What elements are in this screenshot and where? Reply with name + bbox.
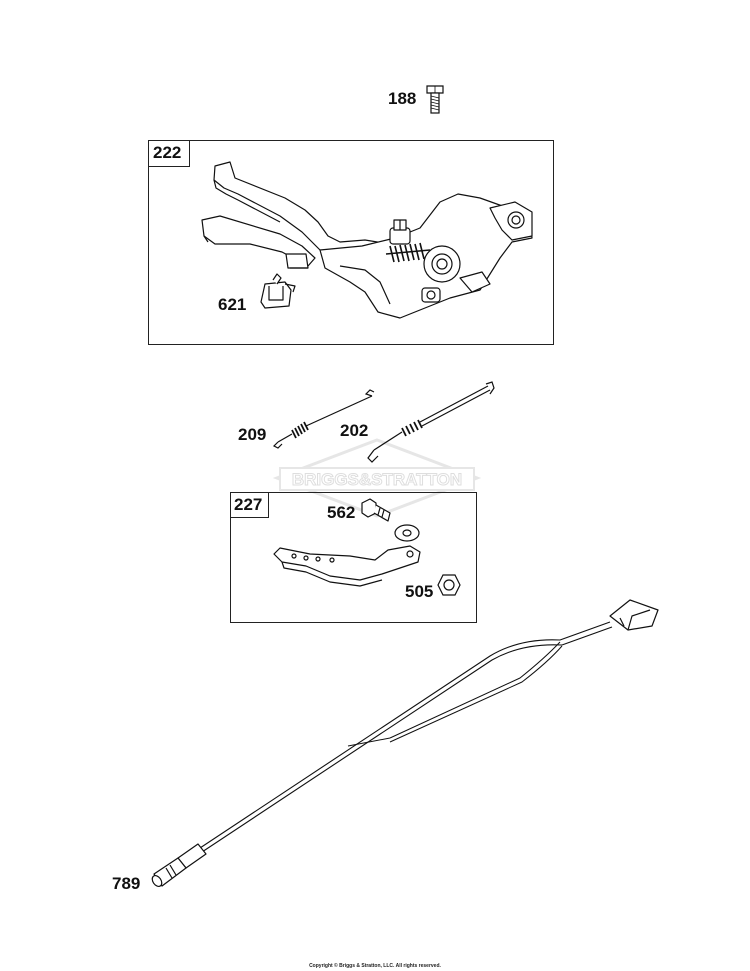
callout-202: 202: [340, 421, 369, 440]
briggs-stratton-watermark-logo: BRIGGS&STRATTON: [272, 438, 482, 518]
part-202-link-rod-drawing: [367, 381, 495, 463]
callout-505: 505: [405, 582, 434, 601]
washer-drawing: [394, 524, 420, 542]
assembly-222-box: [148, 140, 554, 345]
watermark-text: BRIGGS&STRATTON: [292, 470, 462, 489]
callout-227: 227: [234, 495, 263, 514]
callout-562: 562: [327, 503, 356, 522]
callout-222: 222: [153, 143, 182, 162]
part-505-nut-drawing: [437, 574, 461, 596]
part-562-bolt-drawing: [361, 498, 391, 522]
part-621-clip-drawing: [260, 273, 296, 309]
part-222-control-bracket-drawing: [201, 161, 533, 319]
callout-621: 621: [218, 295, 247, 314]
part-188-bolt-drawing: [426, 85, 444, 114]
callout-188: 188: [388, 89, 417, 108]
callout-209: 209: [238, 425, 267, 444]
assembly-227-box: [230, 492, 477, 623]
callout-789: 789: [112, 874, 141, 893]
part-789-cable-drawing: [151, 599, 659, 888]
part-227-lever-drawing: [273, 545, 421, 587]
part-209-spring-drawing: [272, 389, 375, 449]
copyright-notice: Copyright © Briggs & Stratton, LLC. All …: [309, 963, 441, 969]
